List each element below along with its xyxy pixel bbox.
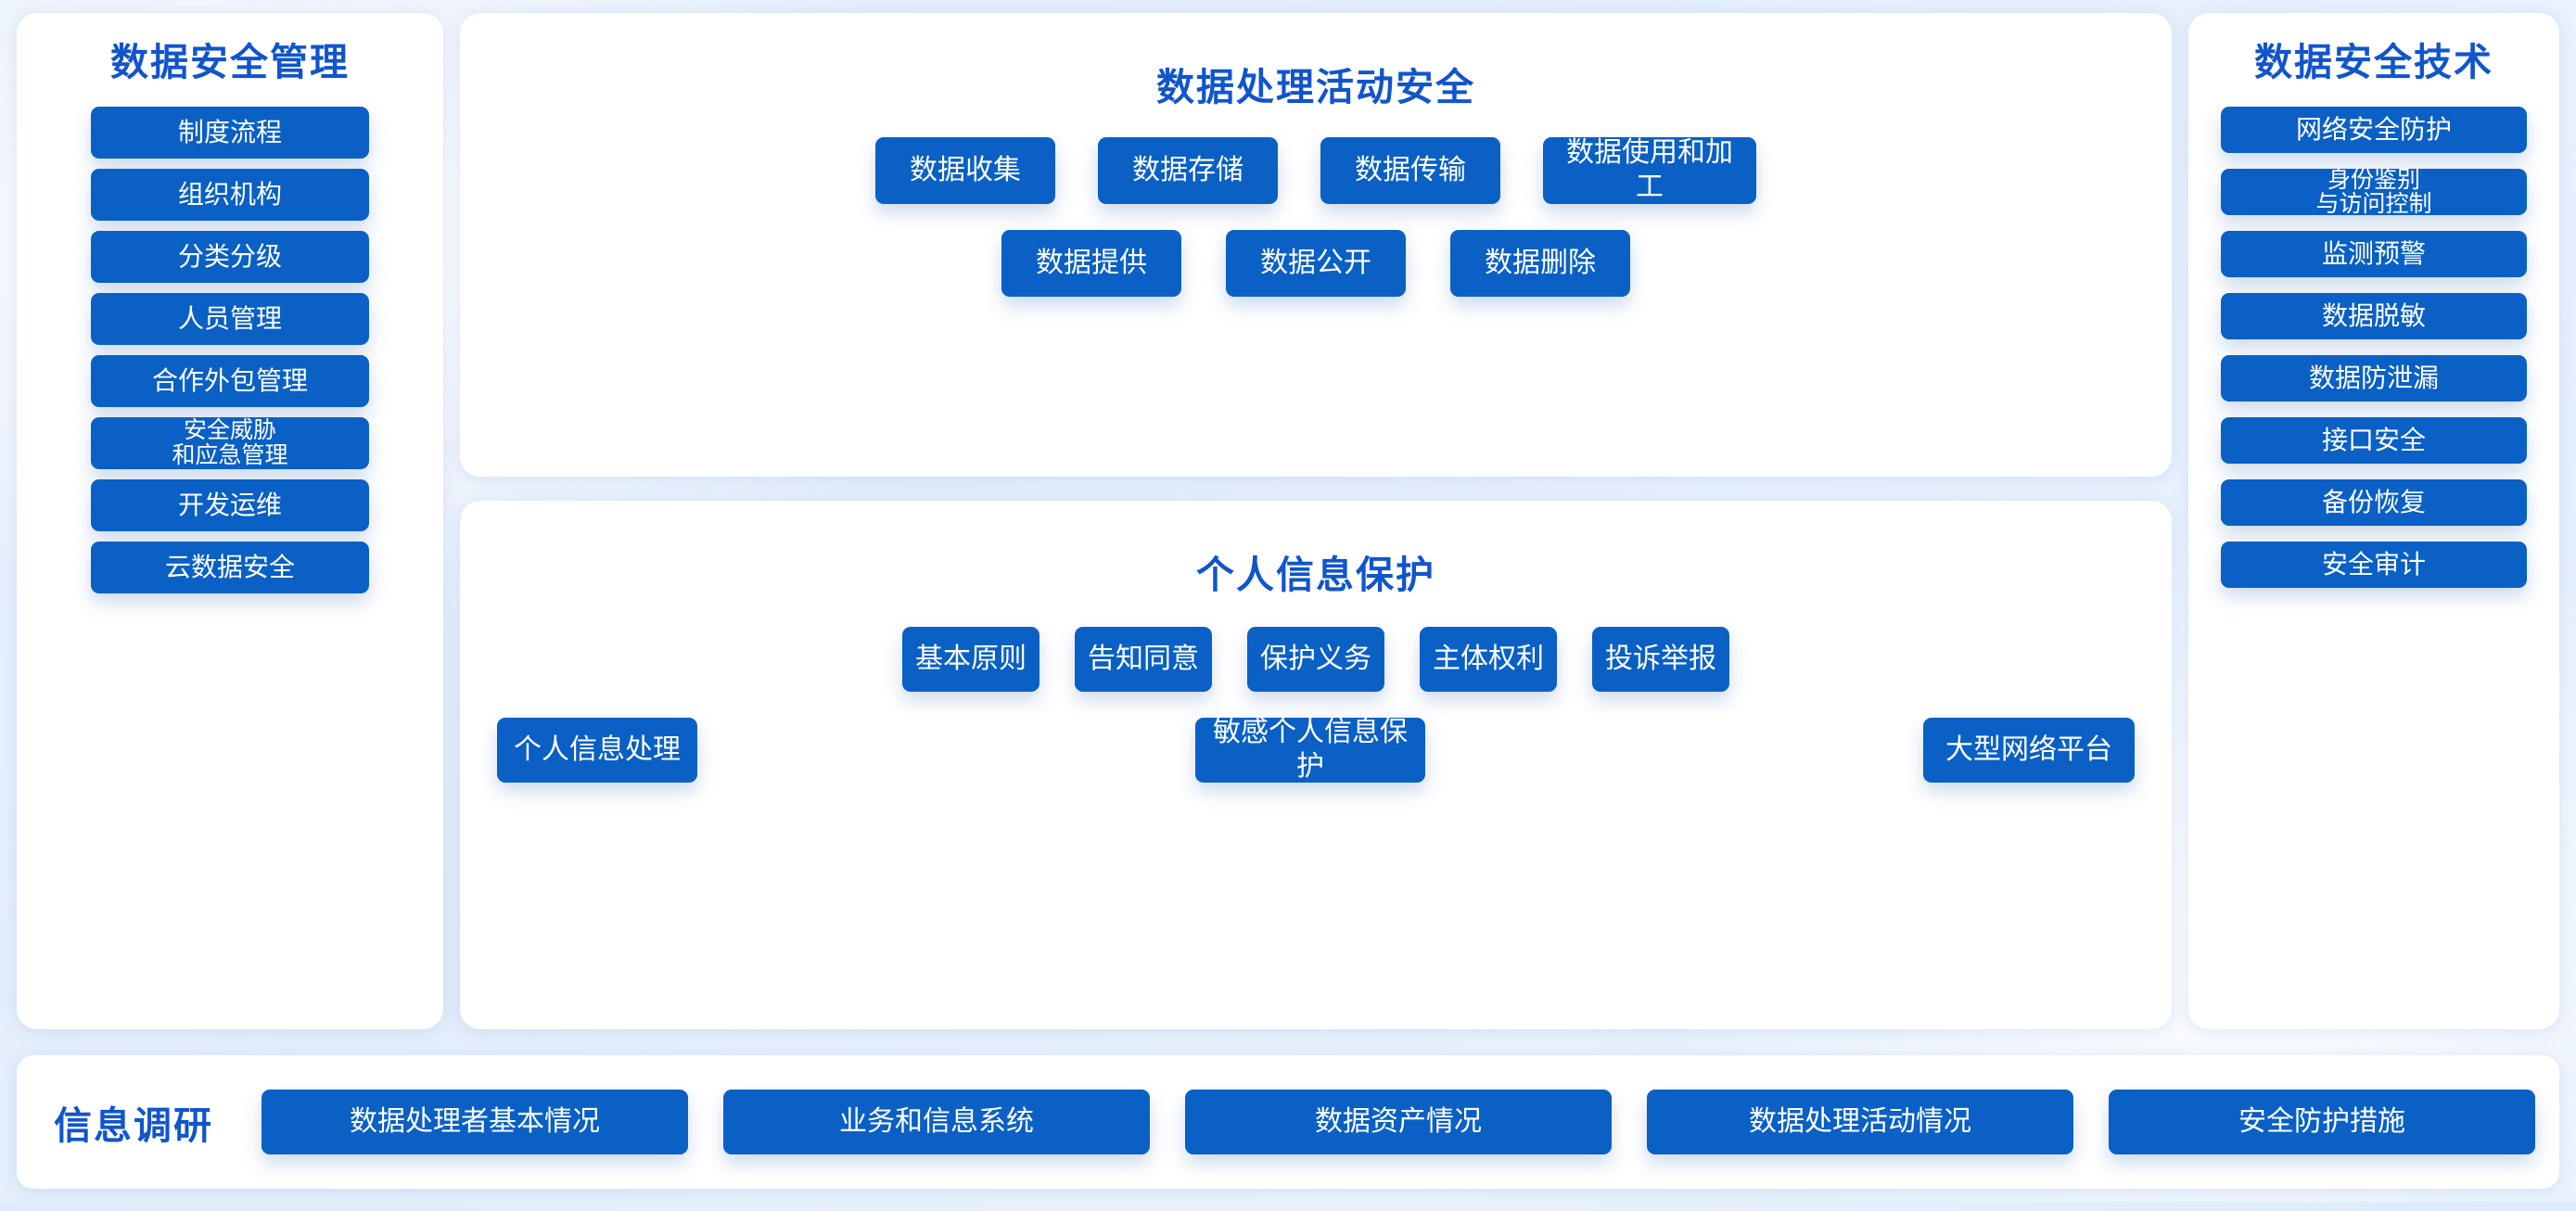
chip-data-deletion[interactable]: 数据删除 <box>1450 230 1630 297</box>
panel-title-personal-information-protection: 个人信息保护 <box>1196 554 1435 596</box>
chip-business-and-information-systems[interactable]: 业务和信息系统 <box>723 1090 1150 1154</box>
chip-data-use-and-processing[interactable]: 数据使用和加工 <box>1543 137 1756 204</box>
chip-sensitive-personal-information-protection[interactable]: 敏感个人信息保护 <box>1195 717 1425 783</box>
panel-title-data-processing-activity-security: 数据处理活动安全 <box>1156 66 1475 108</box>
panel-personal-information-protection: 个人信息保护 基本原则 告知同意 保护义务 主体权利 投诉举报 个人信息处理 敏… <box>460 501 2172 1029</box>
chip-data-desensitization[interactable]: 数据脱敏 <box>2221 293 2527 340</box>
chip-protection-obligations[interactable]: 保护义务 <box>1247 627 1384 692</box>
chip-basic-principles[interactable]: 基本原则 <box>902 627 1039 692</box>
chip-complaints-and-reports[interactable]: 投诉举报 <box>1592 627 1729 692</box>
data-processing-row-2: 数据提供 数据公开 数据删除 <box>497 230 2135 297</box>
panel-title-information-survey: 信息调研 <box>54 1104 213 1147</box>
personal-info-row-1: 基本原则 告知同意 保护义务 主体权利 投诉举报 <box>497 627 2135 692</box>
panel-information-survey: 信息调研 数据处理者基本情况 业务和信息系统 数据资产情况 数据处理活动情况 安… <box>17 1055 2559 1189</box>
chip-data-transmission[interactable]: 数据传输 <box>1320 137 1500 204</box>
chip-notice-and-consent[interactable]: 告知同意 <box>1075 627 1212 692</box>
chip-data-processor-basic-info[interactable]: 数据处理者基本情况 <box>261 1090 688 1154</box>
chip-security-audit[interactable]: 安全审计 <box>2221 542 2527 589</box>
chip-data-leak-prevention[interactable]: 数据防泄漏 <box>2221 355 2527 402</box>
chip-devops[interactable]: 开发运维 <box>91 479 369 532</box>
chip-outsourcing-management[interactable]: 合作外包管理 <box>91 355 369 408</box>
chip-monitoring-early-warning[interactable]: 监测预警 <box>2221 231 2527 278</box>
chip-data-provision[interactable]: 数据提供 <box>1001 230 1181 297</box>
bottom-strip <box>0 1202 2576 1211</box>
chip-network-security-protection[interactable]: 网络安全防护 <box>2221 107 2527 154</box>
panel-data-security-management: 数据安全管理 制度流程 组织机构 分类分级 人员管理 合作外包管理 安全威胁 和… <box>17 13 443 1029</box>
chip-personnel-management[interactable]: 人员管理 <box>91 293 369 346</box>
top-zone: 数据安全管理 制度流程 组织机构 分类分级 人员管理 合作外包管理 安全威胁 和… <box>17 13 2559 1029</box>
chip-organization[interactable]: 组织机构 <box>91 169 369 222</box>
data-processing-row-1: 数据收集 数据存储 数据传输 数据使用和加工 <box>497 137 2135 204</box>
chip-interface-security[interactable]: 接口安全 <box>2221 417 2527 465</box>
chip-data-disclosure[interactable]: 数据公开 <box>1226 230 1406 297</box>
panel-title-data-security-technology: 数据安全技术 <box>2254 41 2493 83</box>
chip-subject-rights[interactable]: 主体权利 <box>1420 627 1557 692</box>
chip-data-storage[interactable]: 数据存储 <box>1098 137 1278 204</box>
panel-title-data-security-management: 数据安全管理 <box>110 41 350 83</box>
chip-data-collection[interactable]: 数据收集 <box>875 137 1055 204</box>
chip-data-asset-status[interactable]: 数据资产情况 <box>1185 1090 1612 1154</box>
chip-classification-grading[interactable]: 分类分级 <box>91 231 369 284</box>
chip-threat-emergency-management[interactable]: 安全威胁 和应急管理 <box>91 417 369 470</box>
chip-cloud-data-security[interactable]: 云数据安全 <box>91 542 369 594</box>
panel-data-security-technology: 数据安全技术 网络安全防护 身份鉴别 与访问控制 监测预警 数据脱敏 数据防泄漏… <box>2188 13 2559 1029</box>
chip-data-processing-activity-status[interactable]: 数据处理活动情况 <box>1647 1090 2073 1154</box>
chip-personal-information-processing[interactable]: 个人信息处理 <box>497 718 697 783</box>
center-column: 数据处理活动安全 数据收集 数据存储 数据传输 数据使用和加工 数据提供 数据公… <box>460 13 2172 1029</box>
panel-data-processing-activity-security: 数据处理活动安全 数据收集 数据存储 数据传输 数据使用和加工 数据提供 数据公… <box>460 13 2172 477</box>
chip-system-process[interactable]: 制度流程 <box>91 107 369 159</box>
chip-backup-recovery[interactable]: 备份恢复 <box>2221 479 2527 527</box>
personal-info-row-2: 个人信息处理 敏感个人信息保护 大型网络平台 <box>493 717 2138 783</box>
chip-identity-authentication-access-control[interactable]: 身份鉴别 与访问控制 <box>2221 168 2527 216</box>
chip-security-protection-measures[interactable]: 安全防护措施 <box>2109 1090 2535 1154</box>
chip-large-network-platform[interactable]: 大型网络平台 <box>1923 718 2135 783</box>
